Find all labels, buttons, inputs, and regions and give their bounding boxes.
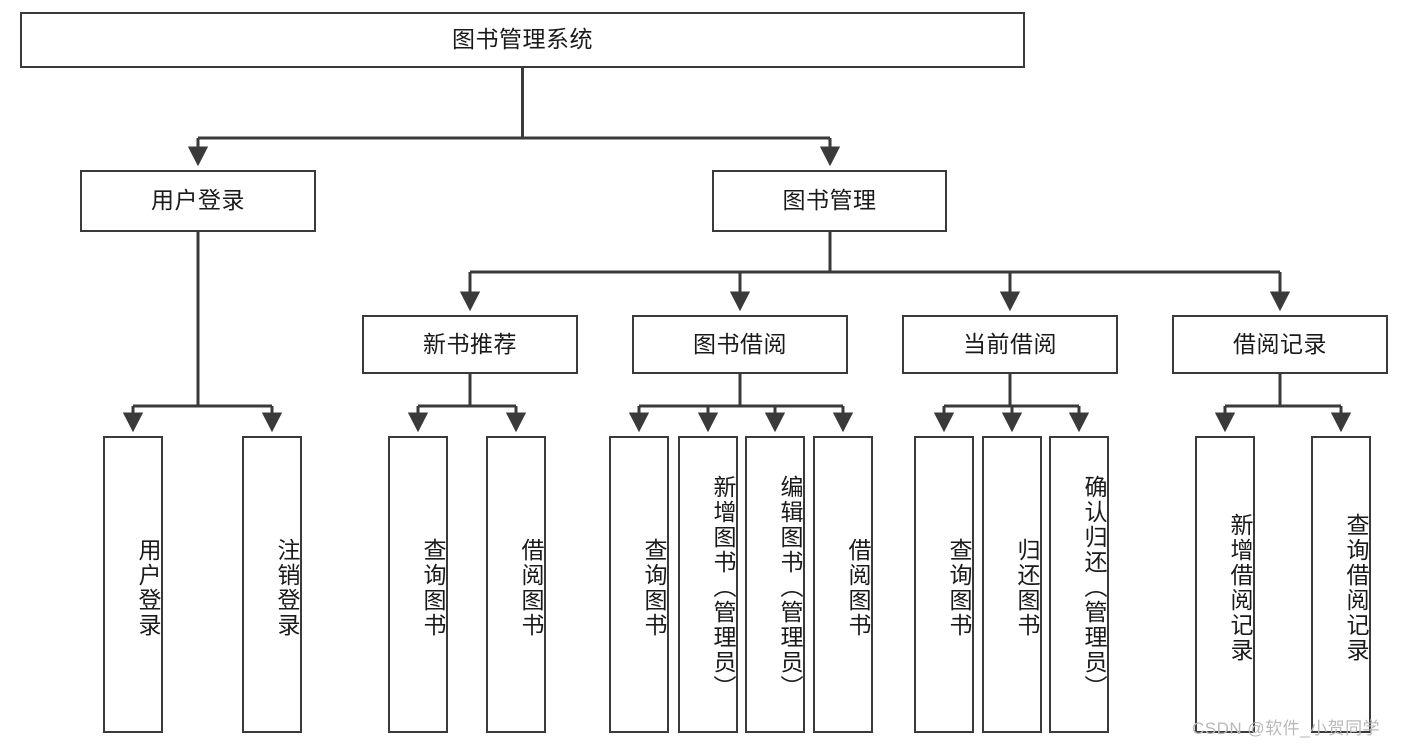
- leaf-borrow-book[interactable]: 借阅图书: [813, 436, 873, 733]
- leaf-edit-book-admin[interactable]: 编辑图书（管理员）: [745, 436, 805, 733]
- leaf-logout-label: 注销登录: [274, 537, 300, 638]
- leaf-user-login[interactable]: 用户登录: [103, 436, 163, 733]
- leaf-query-book-current-label: 查询图书: [946, 537, 972, 638]
- leaf-query-borrow-record[interactable]: 查询借阅记录: [1311, 436, 1371, 733]
- node-book-management-label: 图书管理: [782, 187, 877, 214]
- leaf-borrow-book-label: 借阅图书: [845, 537, 871, 638]
- leaf-query-book-recommend[interactable]: 查询图书: [388, 436, 448, 733]
- leaf-borrow-book-recommend-label: 借阅图书: [518, 537, 544, 638]
- leaf-borrow-book-recommend[interactable]: 借阅图书: [486, 436, 546, 733]
- node-book-borrow-label: 图书借阅: [693, 330, 787, 357]
- node-root-label: 图书管理系统: [452, 26, 593, 53]
- node-new-book-recommend-label: 新书推荐: [423, 330, 517, 357]
- leaf-return-book-label: 归还图书: [1014, 537, 1040, 638]
- leaf-confirm-return-admin[interactable]: 确认归还（管理员）: [1049, 436, 1109, 733]
- leaf-query-book-borrow-label: 查询图书: [641, 537, 667, 638]
- leaf-add-borrow-record[interactable]: 新增借阅记录: [1195, 436, 1255, 733]
- node-borrow-record-label: 借阅记录: [1233, 330, 1327, 357]
- leaf-query-book-borrow[interactable]: 查询图书: [609, 436, 669, 733]
- leaf-edit-book-admin-label: 编辑图书（管理员）: [777, 475, 803, 700]
- node-book-borrow[interactable]: 图书借阅: [632, 315, 848, 374]
- leaf-return-book[interactable]: 归还图书: [982, 436, 1042, 733]
- leaf-logout[interactable]: 注销登录: [242, 436, 302, 733]
- leaf-add-book-admin[interactable]: 新增图书（管理员）: [678, 436, 738, 733]
- node-current-borrow-label: 当前借阅: [963, 330, 1057, 357]
- leaf-query-book-recommend-label: 查询图书: [420, 537, 446, 638]
- node-user-login-label: 用户登录: [151, 187, 245, 214]
- watermark: CSDN @软件_小贺同学: [1192, 719, 1381, 738]
- leaf-add-book-admin-label: 新增图书（管理员）: [710, 475, 736, 700]
- node-book-management[interactable]: 图书管理: [712, 170, 947, 232]
- node-new-book-recommend[interactable]: 新书推荐: [362, 315, 578, 374]
- leaf-query-borrow-record-label: 查询借阅记录: [1343, 512, 1369, 663]
- leaf-user-login-label: 用户登录: [135, 537, 161, 638]
- node-borrow-record[interactable]: 借阅记录: [1172, 315, 1388, 374]
- leaf-confirm-return-admin-label: 确认归还（管理员）: [1081, 475, 1107, 700]
- node-root[interactable]: 图书管理系统: [20, 12, 1025, 68]
- node-user-login[interactable]: 用户登录: [80, 170, 316, 232]
- leaf-add-borrow-record-label: 新增借阅记录: [1227, 512, 1253, 663]
- leaf-query-book-current[interactable]: 查询图书: [914, 436, 974, 733]
- node-current-borrow[interactable]: 当前借阅: [902, 315, 1118, 374]
